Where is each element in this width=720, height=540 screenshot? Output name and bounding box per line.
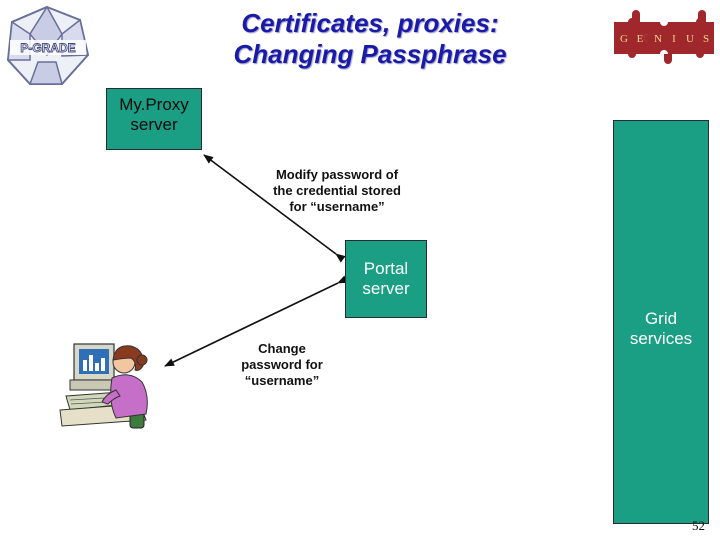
modify-note-line: for “username” — [289, 199, 385, 214]
slide-title-line1: Certificates, proxies: — [241, 8, 499, 38]
arrow-user-portal — [164, 275, 348, 367]
p-grade-logo-text: P-GRADE — [20, 41, 75, 55]
puzzle-letter: E — [637, 33, 644, 45]
grid-services-box: Grid services — [613, 120, 709, 524]
arrow-portal-myproxy — [203, 154, 346, 263]
puzzle-letter: G — [620, 33, 628, 45]
myproxy-label-line1: My.Proxy — [119, 95, 189, 114]
change-password-note: Change password for “username” — [222, 341, 342, 389]
portal-label-line2: server — [362, 279, 410, 298]
slide-title: Certificates, proxies: Changing Passphra… — [200, 8, 540, 70]
change-note-line: Change — [258, 341, 306, 356]
puzzle-letter: I — [672, 33, 676, 45]
modify-note-line: the credential stored — [273, 183, 401, 198]
grid-label-line1: Grid — [644, 309, 678, 328]
change-note-line: password for — [241, 357, 323, 372]
puzzle-logo: G E N I U S — [614, 10, 714, 64]
change-note-line: “username” — [244, 373, 320, 388]
page-number: 52 — [692, 518, 705, 533]
p-grade-logo: P-GRADE — [6, 5, 90, 85]
myproxy-server-box: My.Proxy server — [106, 88, 202, 150]
grid-label-line2: services — [629, 329, 693, 348]
person-at-computer-icon — [59, 343, 148, 429]
portal-label-line1: Portal — [363, 259, 409, 278]
myproxy-label-line2: server — [130, 115, 178, 134]
slide-title-line2: Changing Passphrase — [233, 39, 507, 69]
puzzle-letter: S — [703, 33, 709, 45]
modify-password-note: Modify password of the credential stored… — [258, 167, 416, 215]
puzzle-letter: U — [686, 33, 694, 45]
modify-note-line: Modify password of — [275, 167, 399, 182]
portal-server-box: Portal server — [345, 240, 427, 318]
puzzle-letter: N — [654, 33, 662, 45]
